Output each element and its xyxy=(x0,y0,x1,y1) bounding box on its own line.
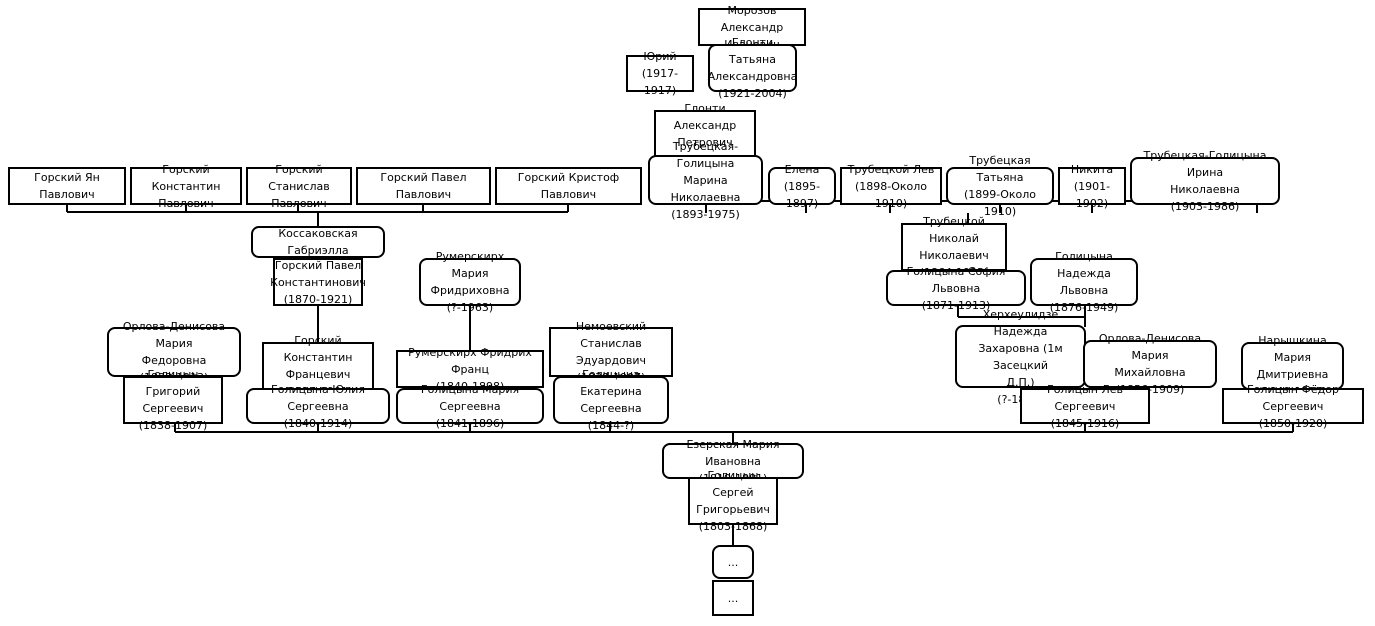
person-box[interactable]: Коссаковская Габриэлла xyxy=(251,226,385,258)
person-box[interactable]: Горский Ян Павлович xyxy=(8,167,126,205)
person-box[interactable]: Трубецкая-Голицына Ирина Николаевна (190… xyxy=(1130,149,1280,213)
person-box[interactable]: Горский Павел Константинович (1870-1921) xyxy=(270,258,366,306)
person-box[interactable]: Горский Станислав Павлович xyxy=(246,163,352,210)
person-box[interactable]: Румерскирх Мария Фридриховна (?-1963) xyxy=(419,250,521,314)
person-box[interactable]: Горский Кристоф Павлович xyxy=(495,167,642,205)
ellipsis-box[interactable]: ... xyxy=(712,580,754,616)
person-box[interactable]: Голицына Екатерина Сергеевна (1844-?) xyxy=(553,368,669,432)
person-box[interactable]: Голицына София Львовна (1871-1913) xyxy=(886,265,1026,312)
person-box[interactable]: Херхеулидзе Надежда Захаровна (1м Засецк… xyxy=(955,308,1086,406)
person-box[interactable]: Голицына Юлия Сергеевна (1840-1914) xyxy=(246,383,390,430)
person-box[interactable]: Румерскирх Фридрих Франц (1840-1898) xyxy=(396,346,544,393)
person-box[interactable]: Трубецкая-Голицына Марина Николаевна (18… xyxy=(648,140,763,221)
person-box[interactable]: Голицына Надежда Львовна (1876-1949) xyxy=(1030,250,1138,314)
ellipsis-box[interactable]: ... xyxy=(712,545,754,579)
person-box[interactable]: Голицын Лев Сергеевич (1845-1916) xyxy=(1020,383,1150,430)
person-box[interactable]: Никита (1901-1902) xyxy=(1058,163,1126,210)
person-box[interactable]: Голицына Мария Сергеевна (1841-1896) xyxy=(396,383,544,430)
person-box[interactable]: Трубецкой Лев (1898-Около 1910) xyxy=(840,163,942,210)
person-box[interactable]: Горский Павел Павлович xyxy=(356,167,491,205)
person-box[interactable]: Горский Константин Павлович xyxy=(130,163,242,210)
person-box[interactable]: Елена (1895-1897) xyxy=(768,163,836,210)
person-box[interactable]: Глонти Татьяна Александровна (1921-2004) xyxy=(708,36,798,100)
person-box[interactable]: Трубецкая Татьяна (1899-Около 1910) xyxy=(946,154,1054,218)
person-box[interactable]: Голицын Сергей Григорьевич (1803-1868) xyxy=(688,469,778,533)
person-box[interactable]: Юрий (1917-1917) xyxy=(626,50,694,97)
person-box[interactable]: Голицын Григорий Сергеевич (1838-1907) xyxy=(123,368,223,432)
person-box[interactable]: Голицын Фёдор Сергеевич (1850-1920) xyxy=(1222,383,1364,430)
